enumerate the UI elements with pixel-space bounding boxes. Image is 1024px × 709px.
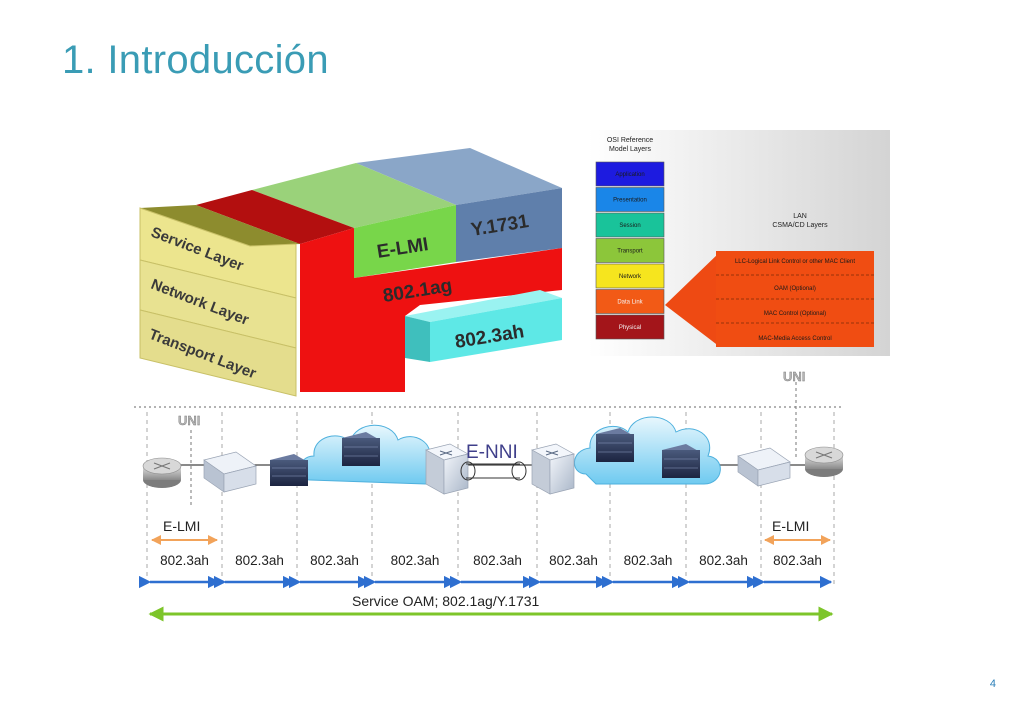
y1731-block-top: [356, 148, 562, 205]
osi-layer-box: [595, 289, 665, 314]
osi-layer-label: Transport: [617, 249, 643, 255]
ah-block-top: [405, 290, 562, 322]
server-4-icon: [662, 444, 700, 478]
segment-label: 802.3ah: [310, 553, 359, 568]
osi-layer-box: [595, 187, 665, 212]
uni-right-label: UNI: [783, 369, 805, 384]
lan-item-2: OAM (Optional): [774, 286, 816, 292]
ah-block-side: [405, 316, 430, 362]
osi-layers: ApplicationPresentationSessionTransportN…: [595, 161, 665, 340]
segment-label: 802.3ah: [699, 553, 748, 568]
segment-label: 802.3ah: [624, 553, 673, 568]
service-layer-top: [140, 205, 300, 246]
osi-layer-label: Application: [615, 172, 644, 178]
osi-layer-label: Presentation: [613, 198, 647, 204]
osi-layer-label: Session: [619, 223, 640, 229]
elmi-left-label: E-LMI: [163, 518, 200, 534]
lan-title-line2: CSMA/CD Layers: [772, 222, 828, 229]
osi-layer-box: [595, 161, 665, 187]
enni-switch-left-icon: [425, 443, 469, 495]
server-2-icon: [342, 432, 380, 466]
osi-layer-label: Network: [619, 274, 642, 280]
y1731-block-front: [456, 188, 562, 262]
router-left-icon: [142, 457, 182, 488]
lan-title-line1: LAN: [793, 213, 807, 220]
osi-layer-box: [595, 263, 665, 289]
osi-layer-label: Data Link: [617, 300, 643, 306]
lan-item-3: MAC Control (Optional): [764, 311, 826, 317]
lan-item-1: LLC-Logical Link Control or other MAC Cl…: [735, 259, 855, 265]
osi-header-line2: Model Layers: [609, 146, 652, 153]
transport-layer-front: [139, 309, 297, 397]
osi-layer-label: Physical: [619, 325, 641, 331]
osi-layer-box: [595, 314, 665, 340]
slide-title: 1. Introducción: [62, 38, 329, 82]
enni-switch-right-icon: [531, 443, 575, 495]
segment-labels: 802.3ah 802.3ah 802.3ah 802.3ah 802.3ah 802.3…: [160, 553, 822, 568]
uni-left-label: UNI: [178, 413, 200, 428]
osi-layer-box: [595, 238, 665, 263]
service-oam-label: Service OAM; 802.1ag/Y.1731: [352, 593, 540, 609]
segment-label: 802.3ah: [773, 553, 822, 568]
service-layer-front: [139, 207, 297, 299]
elmi-block-top: [252, 163, 456, 228]
osi-funnel: [665, 252, 720, 347]
segment-label: 802.3ah: [473, 553, 522, 568]
segment-label: 802.3ah: [549, 553, 598, 568]
segment-label: 802.3ah: [235, 553, 284, 568]
lan-item-4: MAC-Media Access Control: [758, 336, 831, 342]
ah-block-front: [430, 298, 562, 362]
access-device-left-icon: [203, 451, 257, 493]
protocol-stack: Service Layer Network Layer Transport La…: [134, 148, 570, 406]
enni-link: [460, 461, 527, 481]
page-number: 4: [989, 678, 996, 690]
access-device-right-icon: [737, 447, 791, 487]
osi-header-line1: OSI Reference: [607, 137, 653, 144]
ag-block-front: [300, 228, 562, 392]
server-3-icon: [596, 428, 634, 462]
router-right-icon: [804, 446, 844, 477]
segment-label: 802.3ah: [160, 553, 209, 568]
server-1-icon: [270, 454, 308, 486]
ag-block-top: [196, 190, 354, 244]
elmi-right-label: E-LMI: [772, 518, 809, 534]
osi-layer-box: [595, 212, 665, 238]
network-diagram: UNI UNI: [134, 369, 844, 622]
elmi-block-front: [354, 205, 456, 278]
enni-label: E-NNI: [466, 442, 518, 463]
osi-panel: OSI Reference Model Layers ApplicationPr…: [588, 130, 890, 356]
segment-separators: [146, 412, 835, 585]
segment-label: 802.3ah: [391, 553, 440, 568]
lan-box: [716, 251, 874, 347]
